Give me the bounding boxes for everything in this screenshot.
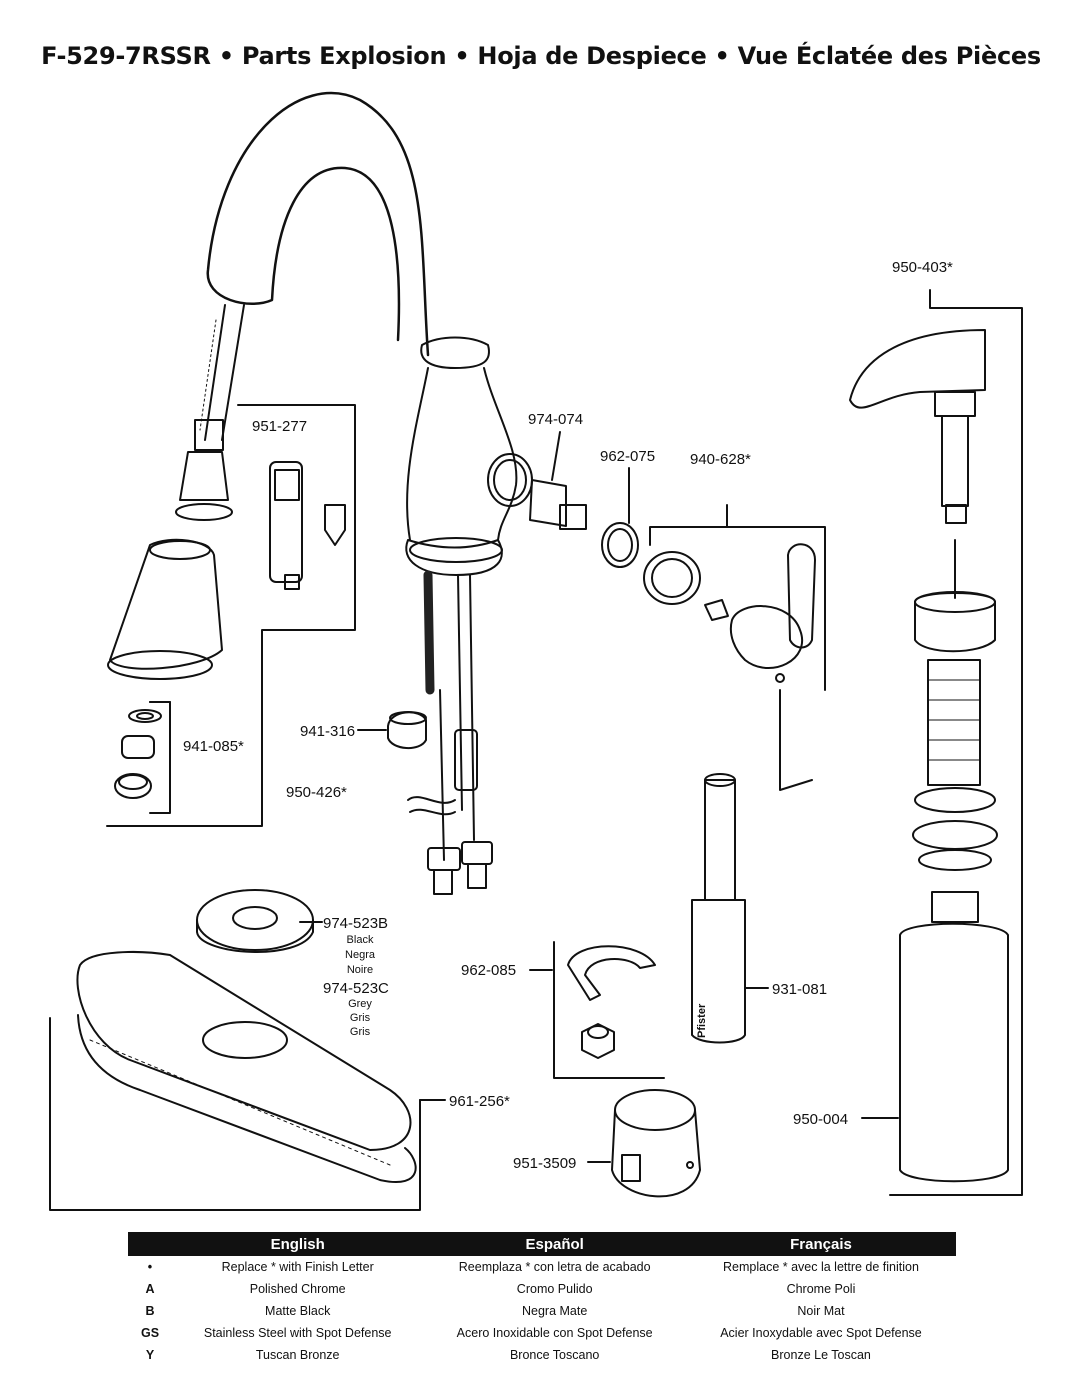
legend-code: B xyxy=(145,1304,155,1318)
legend-code: Y xyxy=(145,1348,155,1362)
legend-spanish: Acero Inoxidable con Spot Defense xyxy=(456,1326,653,1340)
legend-french: Acier Inoxydable avec Spot Defense xyxy=(720,1326,922,1340)
bracket-950-403 xyxy=(889,289,1023,1196)
legend-spanish: Cromo Pulido xyxy=(516,1282,593,1296)
cartridge-assembly xyxy=(487,453,816,791)
label-962-075: 962-075 xyxy=(600,448,655,465)
legend-english: Replace * with Finish Letter xyxy=(221,1260,374,1274)
label-951-3509: 951-3509 xyxy=(513,1155,576,1172)
legend-code: • xyxy=(147,1260,153,1274)
part-941-316-shape xyxy=(387,711,427,749)
legend-english: Stainless Steel with Spot Defense xyxy=(203,1326,392,1340)
legend-spanish: Reemplaza * con letra de acabado xyxy=(458,1260,651,1274)
label-974-523b-color-es: Negra xyxy=(345,949,376,961)
legend-english: Matte Black xyxy=(265,1304,331,1318)
spray-head-assembly xyxy=(107,304,245,799)
bracket-962-085 xyxy=(553,941,665,1079)
legend-code: GS xyxy=(140,1326,160,1340)
faucet-body xyxy=(206,91,518,895)
label-974-523c-color-es: Gris xyxy=(350,1012,371,1024)
legend-row: B Matte Black Negra Mate Noir Mat xyxy=(128,1300,956,1322)
soap-dispenser xyxy=(849,329,1009,1183)
label-940-628: 940-628* xyxy=(690,451,751,468)
part-974-523b-shape xyxy=(196,889,314,953)
legend-header-french: Français xyxy=(685,1232,956,1256)
label-974-523b-color-en: Black xyxy=(347,934,374,946)
label-974-523b: 974-523B xyxy=(323,915,388,932)
parts-explosion-diagram: Pfister 950-403* 951-277 974-074 962-075… xyxy=(49,91,1023,1211)
legend-french: Chrome Poli xyxy=(786,1282,856,1296)
legend-spanish: Bronce Toscano xyxy=(509,1348,600,1362)
label-961-256: 961-256* xyxy=(449,1093,510,1110)
legend-row: Y Tuscan Bronze Bronce Toscano Bronze Le… xyxy=(128,1344,956,1366)
label-950-403: 950-403* xyxy=(892,259,953,276)
legend-english: Polished Chrome xyxy=(249,1282,346,1296)
legend-row: A Polished Chrome Cromo Pulido Chrome Po… xyxy=(128,1278,956,1300)
legend-french: Noir Mat xyxy=(797,1304,845,1318)
legend-french: Bronze Le Toscan xyxy=(771,1348,871,1362)
label-974-523c-color-fr: Gris xyxy=(350,1026,371,1038)
legend-row: • Replace * with Finish Letter Reemplaza… xyxy=(128,1256,956,1278)
part-931-081-shape: Pfister xyxy=(691,773,746,1044)
label-974-523c: 974-523C xyxy=(323,980,389,997)
label-962-085: 962-085 xyxy=(461,962,516,979)
label-974-523c-color-en: Grey xyxy=(348,998,372,1010)
bracket-940-628 xyxy=(649,526,826,691)
part-962-085-shape xyxy=(567,945,656,1059)
legend-french: Remplace * avec la lettre de finition xyxy=(723,1260,919,1274)
label-974-074: 974-074 xyxy=(528,411,583,428)
legend-header-code xyxy=(128,1232,172,1256)
label-951-277: 951-277 xyxy=(252,418,307,435)
label-931-081: 931-081 xyxy=(772,981,827,998)
legend-spanish: Negra Mate xyxy=(522,1304,588,1318)
brand-mark: Pfister xyxy=(696,1003,708,1038)
legend-code: A xyxy=(145,1282,155,1296)
bracket-950-426 xyxy=(106,404,356,827)
label-941-085: 941-085* xyxy=(183,738,244,755)
legend-header-spanish: Español xyxy=(423,1232,686,1256)
legend-header-english: English xyxy=(172,1232,424,1256)
legend-header-row: English Español Français xyxy=(128,1232,956,1256)
label-941-316: 941-316 xyxy=(300,723,355,740)
legend-english: Tuscan Bronze xyxy=(255,1348,340,1362)
label-950-004: 950-004 xyxy=(793,1111,848,1128)
finish-legend-table: English Español Français • Replace * wit… xyxy=(128,1232,956,1366)
part-951-277-shape xyxy=(269,461,346,590)
label-950-426: 950-426* xyxy=(286,784,347,801)
page-title: F-529-7RSSR • Parts Explosion • Hoja de … xyxy=(41,42,1041,70)
label-974-523b-color-fr: Noire xyxy=(347,964,373,976)
part-951-3509-shape xyxy=(611,1089,701,1198)
bracket-961-256 xyxy=(49,1017,421,1211)
part-961-256-shape xyxy=(76,951,417,1183)
bracket-941-085 xyxy=(149,701,171,814)
legend-row: GS Stainless Steel with Spot Defense Ace… xyxy=(128,1322,956,1344)
